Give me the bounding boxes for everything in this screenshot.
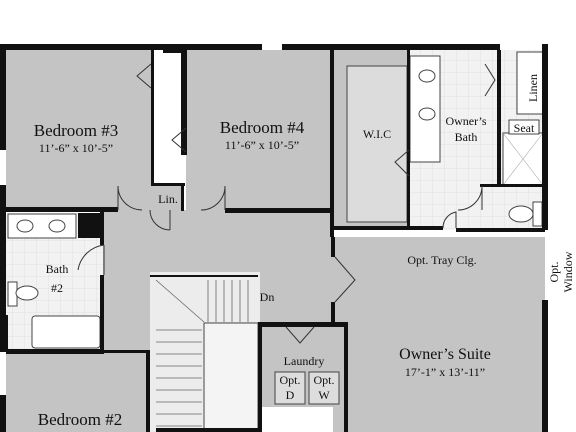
- bedroom3-dims: 11’-6” x 10’-5”: [39, 141, 113, 155]
- stair-rail-box: [203, 322, 259, 432]
- door-toilet-owners: [457, 185, 483, 211]
- floor-bedroom2: [6, 352, 146, 432]
- laundry-dryer: [274, 371, 306, 405]
- tub-bath2: [31, 315, 101, 349]
- linen-label: Linen: [526, 74, 540, 102]
- opt-window-line2: Window: [561, 251, 575, 292]
- door-bedroom4: [200, 185, 226, 211]
- door-wic: [394, 149, 410, 177]
- room-labels: Bedroom #3 11’-6” x 10’-5” Bedroom #4 11…: [34, 74, 575, 429]
- shower-cross: [502, 132, 544, 186]
- fixtures: [7, 51, 546, 432]
- bedroom4-dims: 11’-6” x 10’-5”: [225, 138, 299, 152]
- sink-owners-bath-1: [418, 69, 436, 83]
- shower-seat: [508, 119, 540, 135]
- toilet-bath2: [15, 285, 39, 301]
- wic-name: W.I.C: [363, 127, 391, 141]
- stairs-dn-label: Dn: [260, 290, 275, 304]
- wic-storage: [346, 65, 408, 223]
- lin-label: Lin.: [158, 192, 178, 206]
- toilet-owners-bath: [508, 205, 534, 223]
- door-laundry: [285, 326, 315, 344]
- door-linen: [484, 63, 496, 97]
- opt-d-line1: Opt.: [280, 373, 301, 387]
- tray-label: Opt. Tray Clg.: [407, 253, 476, 267]
- stair-treads: [150, 275, 258, 427]
- bedroom4-name: Bedroom #4: [220, 118, 305, 137]
- owners-bath-line2: Bath: [455, 130, 478, 144]
- door-owners-bath: [442, 211, 457, 229]
- laundry-name: Laundry: [284, 354, 325, 368]
- opt-w-line2: W: [318, 388, 330, 402]
- door-bedroom3: [117, 185, 143, 211]
- bedroom2-name: Bedroom #2: [38, 410, 123, 429]
- bath2-line1: Bath: [46, 262, 69, 276]
- opt-window-line1: Opt.: [547, 262, 561, 283]
- seat-label: Seat: [514, 121, 535, 135]
- opt-w-line1: Opt.: [314, 373, 335, 387]
- floor-owners-suite: [333, 237, 545, 432]
- floor-bedroom4: [186, 50, 330, 210]
- linen-closet: [516, 51, 546, 115]
- door-bath2: [77, 244, 105, 275]
- opt-d-line2: D: [286, 388, 295, 402]
- sink-bath2-1: [16, 219, 34, 233]
- door-suite: [334, 256, 356, 303]
- bedroom3-name: Bedroom #3: [34, 121, 119, 140]
- toilet-owners-bath-tank: [532, 201, 543, 227]
- owners-suite-dims: 17’-1” x 13’-11”: [405, 365, 485, 379]
- laundry-washer: [308, 371, 340, 405]
- floor-lin-closet: [151, 185, 183, 210]
- door-closet-b4: [171, 127, 187, 153]
- sink-bath2-2: [48, 219, 66, 233]
- door-swings: [77, 63, 496, 344]
- sink-owners-bath-2: [418, 107, 436, 121]
- door-lin: [149, 209, 171, 231]
- floor-bedroom3: [6, 50, 151, 210]
- door-closet-b3: [136, 63, 152, 89]
- owners-bath-line1: Owner’s: [445, 114, 486, 128]
- owners-suite-name: Owner’s Suite: [399, 346, 491, 363]
- walls: [0, 44, 548, 432]
- bath2-line2: #2: [51, 281, 63, 295]
